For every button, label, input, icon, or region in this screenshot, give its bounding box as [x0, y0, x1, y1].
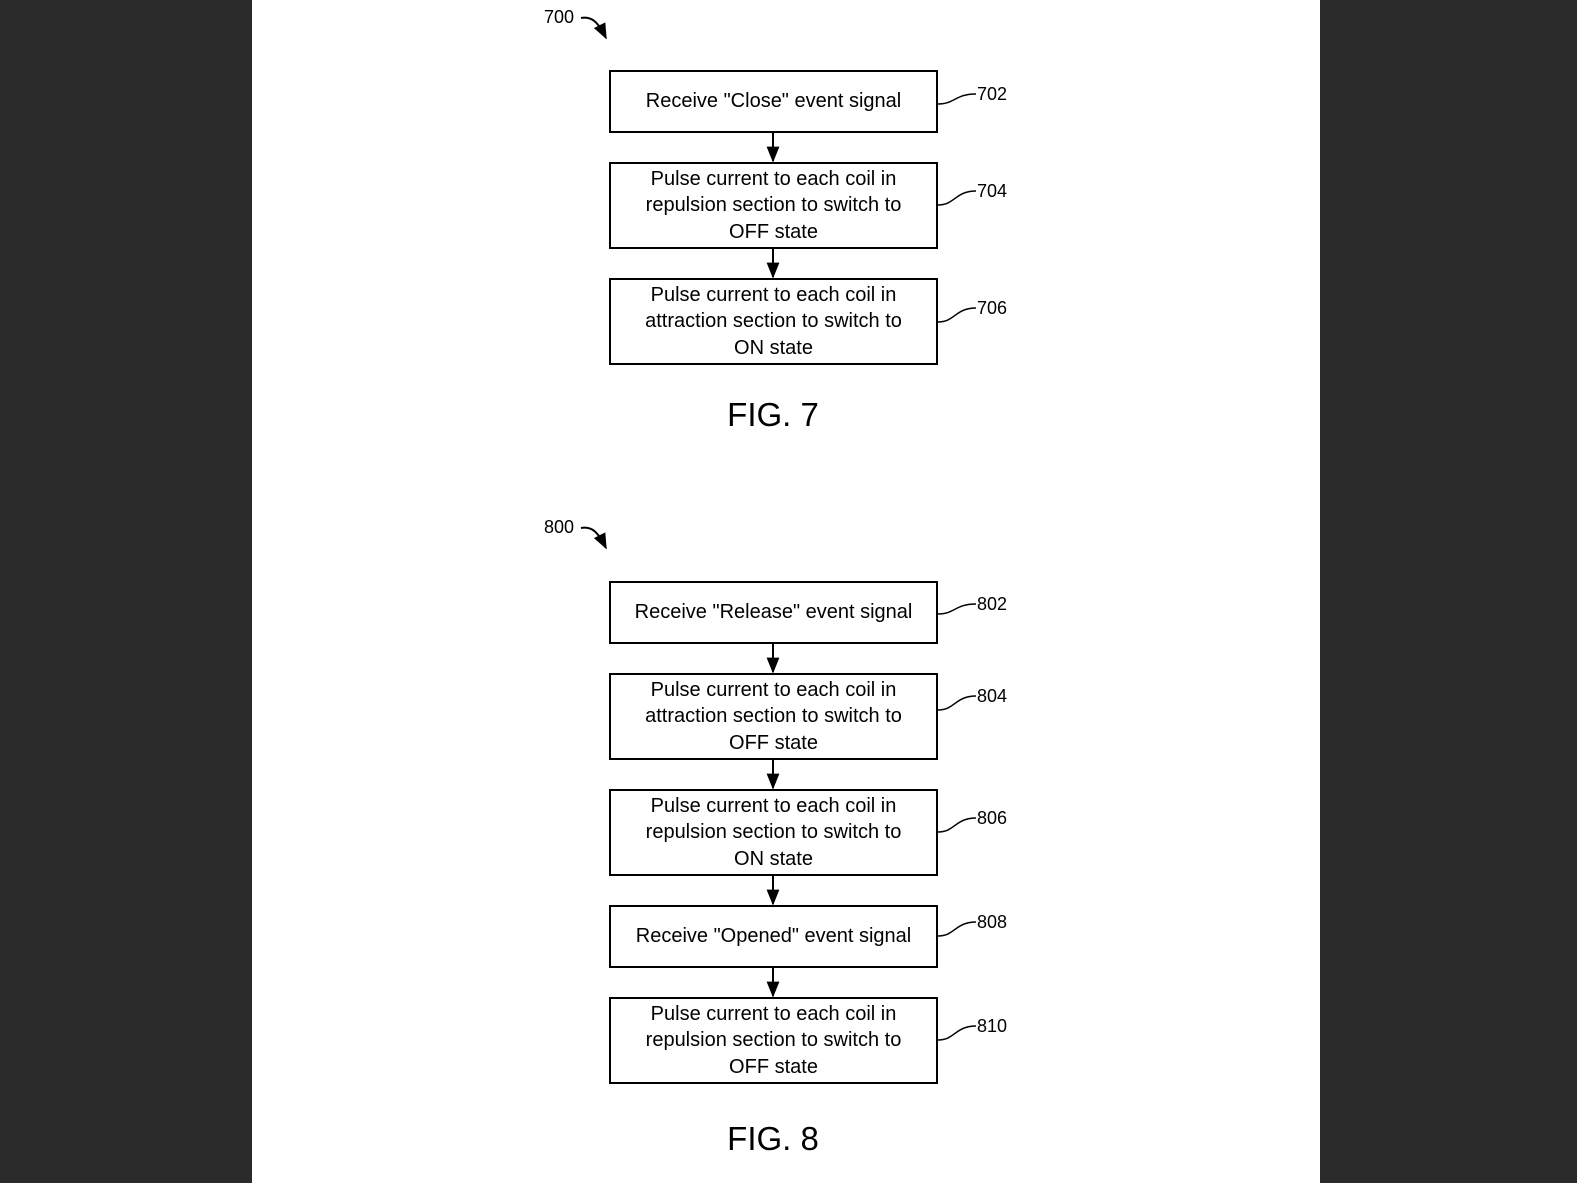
- step-reference-number: 702: [977, 84, 1008, 104]
- leader-802: [937, 603, 977, 615]
- fig7-reference-arrow: [580, 16, 607, 40]
- flow-step-box: Pulse current to each coil in repulsion …: [609, 789, 938, 876]
- step-reference-number: 704: [977, 181, 1008, 201]
- figure-reference-number: 700: [544, 7, 575, 27]
- step-reference-number: 706: [977, 298, 1008, 318]
- flow-step-box: Receive "Release" event signal: [609, 581, 938, 644]
- figure-caption: FIG. 7: [727, 396, 819, 433]
- leader-806: [937, 817, 977, 833]
- step-reference-number: 802: [977, 594, 1008, 614]
- figure-reference-number: 800: [544, 517, 575, 537]
- leader-704: [937, 190, 977, 206]
- step-reference-number: 804: [977, 686, 1008, 706]
- flow-step-box: Receive "Opened" event signal: [609, 905, 938, 968]
- flow-step-box: Pulse current to each coil in attraction…: [609, 278, 938, 365]
- flow-step-box: Receive "Close" event signal: [609, 70, 938, 133]
- leader-702: [937, 93, 977, 105]
- figure-caption: FIG. 8: [727, 1120, 819, 1157]
- flow-step-box: Pulse current to each coil in attraction…: [609, 673, 938, 760]
- fig8-reference-arrow: [580, 526, 607, 550]
- leader-706: [937, 307, 977, 323]
- leader-804: [937, 695, 977, 711]
- leader-808: [937, 921, 977, 937]
- step-reference-number: 808: [977, 912, 1008, 932]
- step-reference-number: 806: [977, 808, 1008, 828]
- step-reference-number: 810: [977, 1016, 1008, 1036]
- flow-step-box: Pulse current to each coil in repulsion …: [609, 997, 938, 1084]
- flow-step-box: Pulse current to each coil in repulsion …: [609, 162, 938, 249]
- leader-810: [937, 1025, 977, 1041]
